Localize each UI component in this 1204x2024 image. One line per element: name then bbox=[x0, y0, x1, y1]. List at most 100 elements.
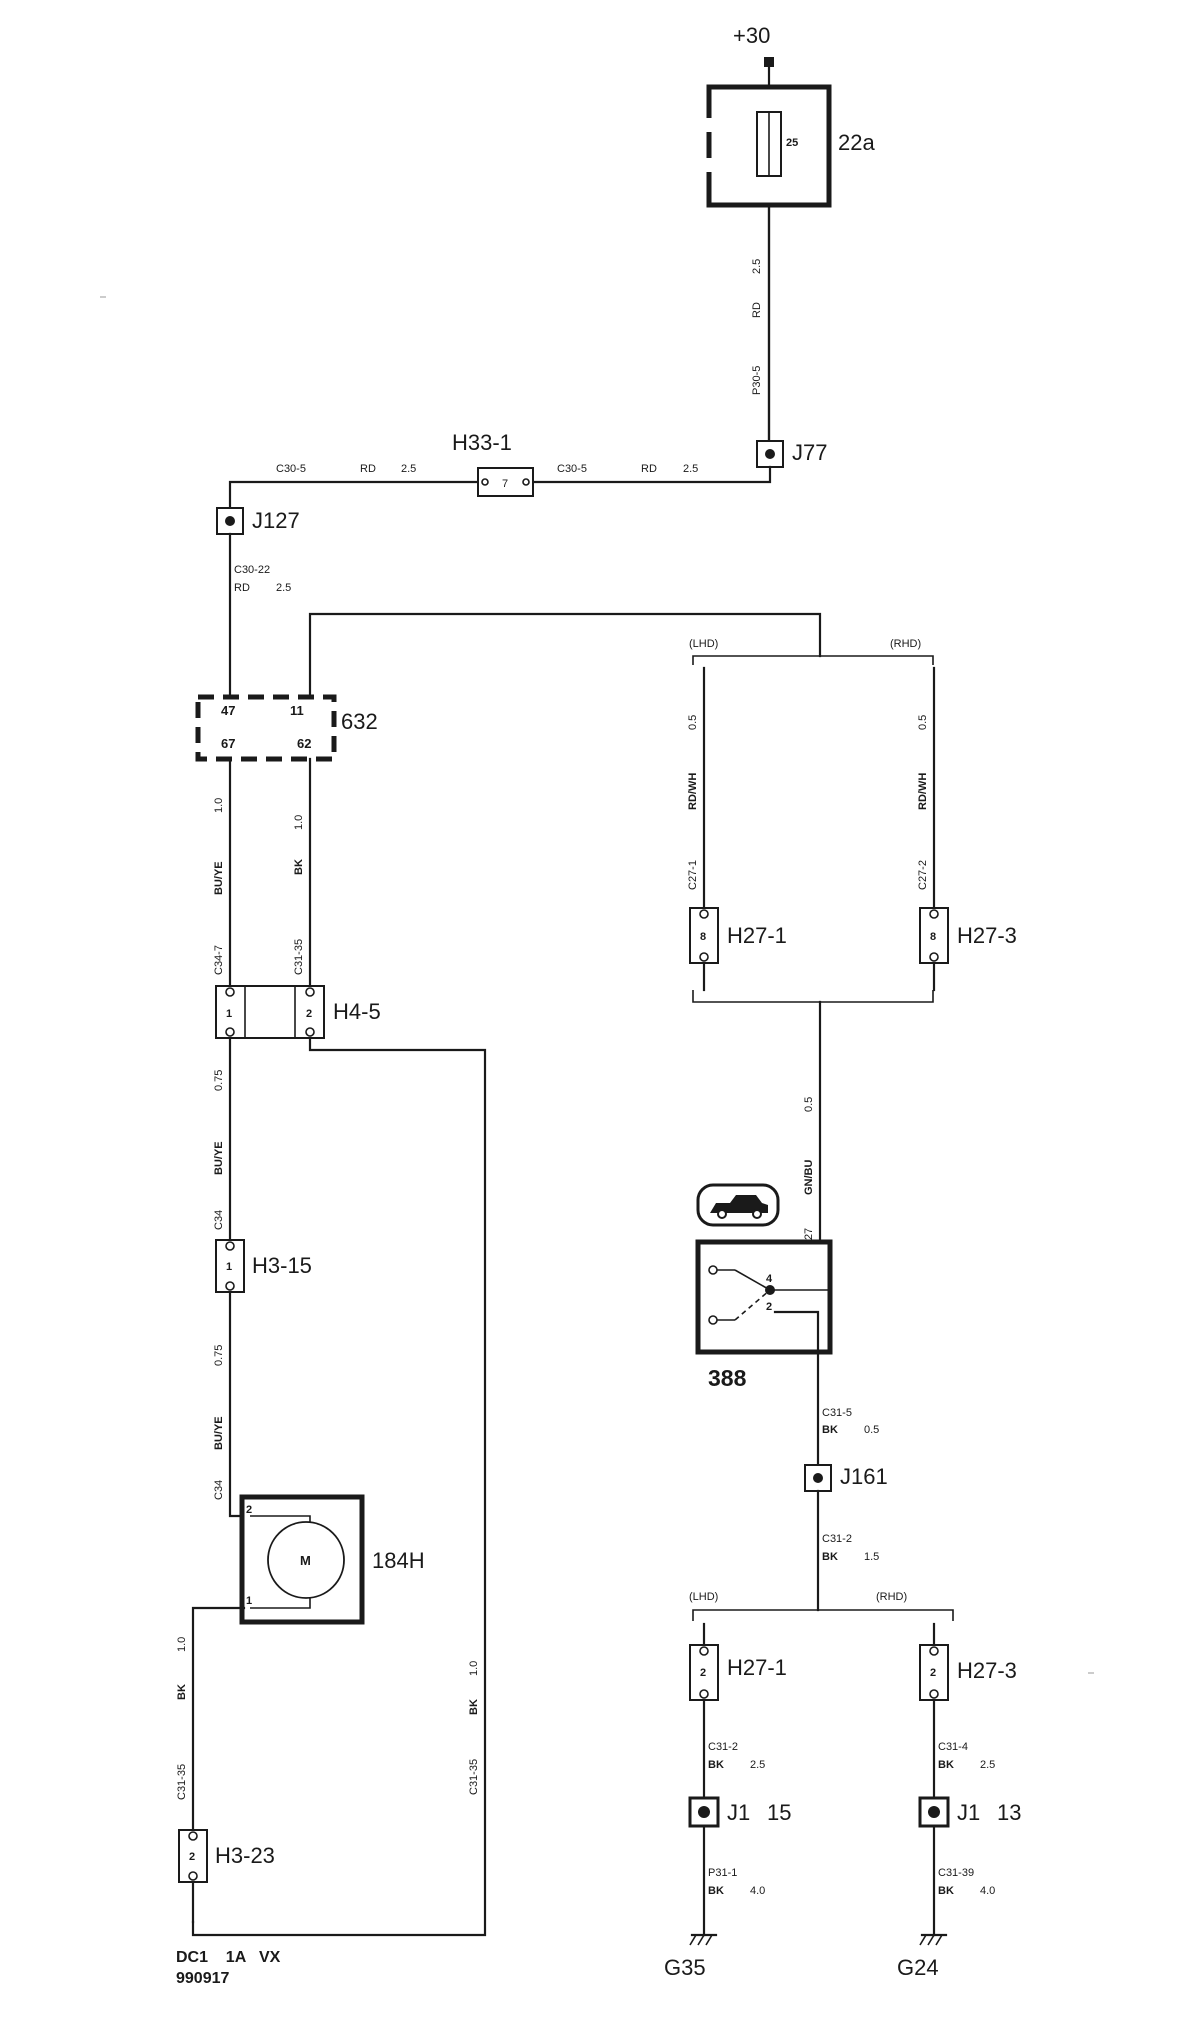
connector-h27-1-lower: 2 H27-1 bbox=[689, 1644, 787, 1701]
wire-circuit: C31-2 bbox=[822, 1533, 852, 1545]
car-boot-icon bbox=[696, 1183, 780, 1227]
supply-terminal bbox=[764, 57, 774, 67]
connector-pin: 1 bbox=[226, 1008, 232, 1020]
wire-size: 2.5 bbox=[683, 463, 698, 475]
wire-size: 2.5 bbox=[980, 1759, 995, 1771]
footer-code: DC1 1A VX bbox=[176, 1949, 281, 1966]
wire-color: RD bbox=[234, 582, 250, 594]
switch-pin: 4 bbox=[766, 1273, 773, 1285]
wire-circuit: C30-5 bbox=[557, 463, 587, 475]
wire-circuit: P30-5 bbox=[751, 366, 763, 395]
wire-size: 2.5 bbox=[276, 582, 291, 594]
wire-circuit: C27-2 bbox=[917, 860, 929, 890]
wire-color: GN/BU bbox=[803, 1160, 815, 1196]
module-pin: 47 bbox=[221, 703, 235, 718]
connector-pin: 2 bbox=[700, 1667, 706, 1679]
wire-size: 2.5 bbox=[750, 1759, 765, 1771]
splice-j1-15-pin: 15 bbox=[767, 1800, 791, 1825]
wire-size: 0.75 bbox=[213, 1345, 225, 1366]
module-id: 632 bbox=[341, 709, 378, 734]
wire-color: BK bbox=[176, 1684, 188, 1700]
splice-j161: J161 bbox=[804, 1464, 888, 1492]
connector-pin: 2 bbox=[306, 1008, 312, 1020]
control-module-632: 47 11 67 62 632 bbox=[195, 694, 378, 762]
wire-color: BU/YE bbox=[213, 1416, 225, 1450]
wire-circuit: C31-35 bbox=[176, 1764, 188, 1800]
wire-circuit: P31-1 bbox=[708, 1867, 737, 1879]
switch-388: 4 2 388 bbox=[695, 1239, 833, 1391]
splice-j1-13-pin: 13 bbox=[997, 1800, 1021, 1825]
wire-color: BU/YE bbox=[213, 861, 225, 895]
connector-h3-15-label: H3-15 bbox=[252, 1253, 312, 1278]
connector-h33-1-pin: 7 bbox=[502, 478, 508, 490]
connector-h27-3-lower: 2 H27-3 bbox=[919, 1644, 1017, 1701]
wire-circuit: C31-4 bbox=[938, 1741, 968, 1753]
module-pin: 67 bbox=[221, 736, 235, 751]
wire-color: BU/YE bbox=[213, 1141, 225, 1175]
wire-color: BK bbox=[708, 1885, 724, 1897]
footer-date: 990917 bbox=[176, 1970, 229, 1987]
wire-size: 4.0 bbox=[750, 1885, 765, 1897]
ground-g35-label: G35 bbox=[664, 1955, 706, 1980]
splice-j127-label: J127 bbox=[252, 508, 300, 533]
connector-h27-1-upper: 8 H27-1 bbox=[689, 907, 787, 964]
connector-pin: 8 bbox=[930, 931, 936, 943]
connector-pin: 2 bbox=[930, 1667, 936, 1679]
wire-size: 1.0 bbox=[176, 1637, 188, 1652]
wire-size: 0.75 bbox=[213, 1070, 225, 1091]
wire-size: 1.0 bbox=[293, 815, 305, 830]
motor-letter: M bbox=[300, 1553, 311, 1568]
wire-size: 1.5 bbox=[864, 1551, 879, 1563]
motor-symbol bbox=[267, 1521, 345, 1599]
wire-color: BK bbox=[938, 1759, 954, 1771]
wire-circuit: C30-22 bbox=[234, 564, 270, 576]
wire-circuit: C30-5 bbox=[276, 463, 306, 475]
connector-h3-23: 2 H3-23 bbox=[178, 1829, 275, 1883]
wire-size: 1.0 bbox=[468, 1661, 480, 1676]
splice-j1-13: J1 13 bbox=[918, 1796, 1021, 1828]
wire-color: RD bbox=[360, 463, 376, 475]
ground-g24-label: G24 bbox=[897, 1955, 939, 1980]
motor-pin: 2 bbox=[246, 1504, 252, 1516]
bracket-lower: (LHD) (RHD) bbox=[689, 1591, 954, 1621]
wire-color: RD bbox=[641, 463, 657, 475]
motor-pin: 1 bbox=[246, 1595, 252, 1607]
connector-pin: 2 bbox=[189, 1851, 195, 1863]
wire-color: BK bbox=[468, 1699, 480, 1715]
bracket-lhd: (LHD) bbox=[689, 638, 718, 650]
wire-size: 4.0 bbox=[980, 1885, 995, 1897]
splice-j1-13-label: J1 bbox=[957, 1800, 980, 1825]
splice-j77: J77 bbox=[756, 440, 827, 468]
wire-color: BK bbox=[822, 1424, 838, 1436]
wire-size: 0.5 bbox=[864, 1424, 879, 1436]
supply-label: +30 bbox=[733, 23, 770, 48]
module-pin: 62 bbox=[297, 736, 311, 751]
wire-size: 2.5 bbox=[751, 259, 763, 274]
wire-size: 0.5 bbox=[917, 715, 929, 730]
wire-color: RD/WH bbox=[917, 773, 929, 810]
wire-circuit: C27-1 bbox=[687, 860, 699, 890]
connector-h33-1-label: H33-1 bbox=[452, 430, 512, 455]
connector-h33-1: H33-1 7 bbox=[452, 430, 534, 497]
switch-pin: 2 bbox=[766, 1301, 772, 1313]
connector-h4-5-label: H4-5 bbox=[333, 999, 381, 1024]
wire-circuit: C31-2 bbox=[708, 1741, 738, 1753]
wire-circuit: C34-7 bbox=[213, 945, 225, 975]
wire-size: 0.5 bbox=[803, 1097, 815, 1112]
splice-j1-15: J1 15 bbox=[688, 1796, 791, 1828]
ground-g35-icon: G35 bbox=[664, 1933, 718, 1980]
wire-circuit: C31-5 bbox=[822, 1407, 852, 1419]
bracket-upper: (LHD) (RHD) bbox=[689, 638, 934, 665]
connector-h4-5: 1 2 H4-5 bbox=[215, 985, 381, 1039]
connector-pin: 1 bbox=[226, 1261, 232, 1273]
wire-size: 2.5 bbox=[401, 463, 416, 475]
connector-h27-1-lower-label: H27-1 bbox=[727, 1655, 787, 1680]
ground-g24-icon: G24 bbox=[897, 1933, 948, 1980]
wire-color: BK bbox=[708, 1759, 724, 1771]
fuse-rating: 25 bbox=[786, 137, 798, 149]
wire-size: 0.5 bbox=[687, 715, 699, 730]
module-pin: 11 bbox=[290, 703, 304, 718]
wire-circuit: C34 bbox=[213, 1210, 225, 1230]
switch-id: 388 bbox=[708, 1365, 747, 1391]
